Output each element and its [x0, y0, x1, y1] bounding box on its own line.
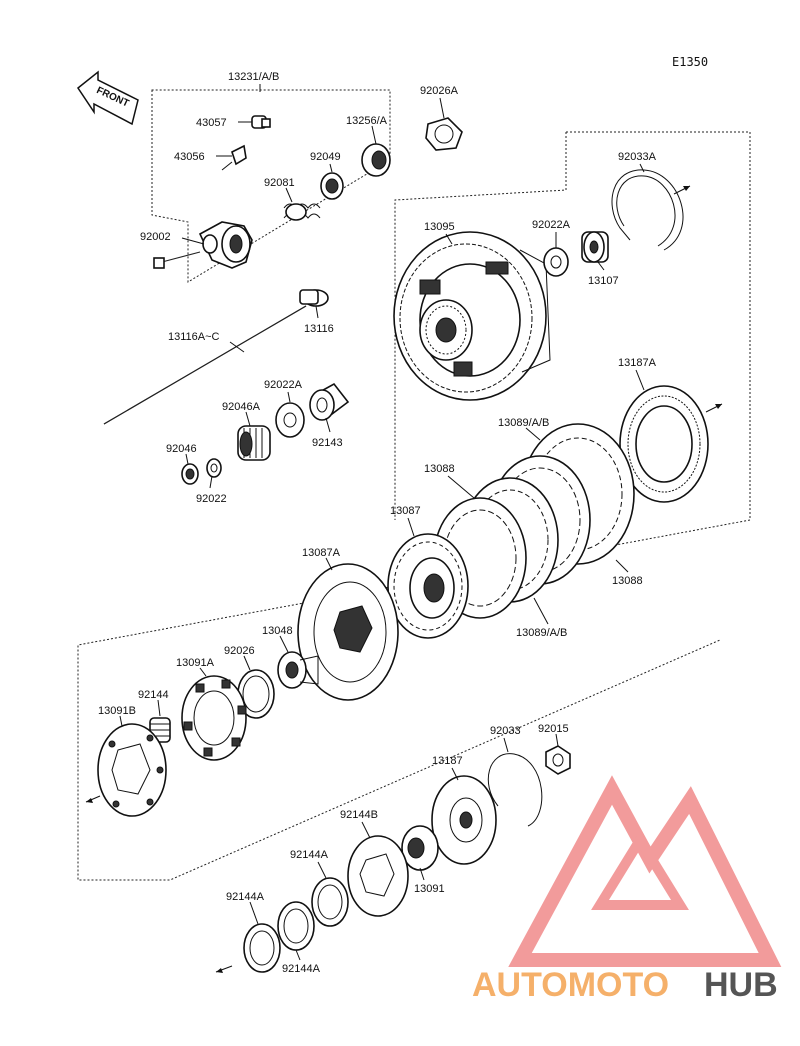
label-13256-A: 13256/A — [346, 115, 388, 127]
diagram-code: E1350 — [672, 55, 708, 69]
label-13091: 13091 — [414, 883, 445, 895]
part-92033-circlip — [487, 753, 543, 827]
part-92144A-washer-3 — [243, 923, 281, 973]
group-boundary-clutch — [394, 132, 567, 520]
part-13087-clutch-hub — [387, 533, 469, 639]
label-13091B: 13091B — [98, 705, 136, 717]
label-13048: 13048 — [262, 625, 293, 637]
label-92022A-mid: 92022A — [264, 379, 303, 391]
label-92022A-top: 92022A — [532, 219, 571, 231]
front-arrow-icon: FRONT — [76, 70, 139, 126]
part-13187A-pressure-plate — [619, 385, 709, 503]
label-92033A: 92033A — [618, 151, 657, 163]
label-43057: 43057 — [196, 117, 227, 129]
axis-arrow-icon — [85, 185, 723, 973]
label-92081: 92081 — [264, 177, 295, 189]
part-13095-clutch-housing — [393, 231, 551, 401]
part-13087A-plate — [297, 563, 399, 701]
part-92033A-circlip — [611, 169, 684, 251]
part-13231-slave-cylinder — [198, 221, 253, 269]
label-92002: 92002 — [140, 231, 171, 243]
label-92015: 92015 — [538, 723, 569, 735]
label-13088-top: 13088 — [424, 463, 455, 475]
part-13091B-plate — [97, 723, 167, 817]
group-boundary-outer — [77, 131, 751, 881]
label-92022: 92022 — [196, 493, 227, 505]
part-43057-cap — [251, 115, 271, 129]
part-13107-spacer — [581, 231, 609, 263]
part-13187-plate — [431, 775, 497, 865]
part-13091A-damper — [181, 675, 247, 761]
part-92022A-washer-mid — [275, 402, 305, 438]
part-92002-bolt — [153, 251, 201, 269]
label-43056: 43056 — [174, 151, 205, 163]
label-92049: 92049 — [310, 151, 341, 163]
label-13231-A-B: 13231/A/B — [228, 71, 279, 83]
label-92046: 92046 — [166, 443, 197, 455]
part-13048-sleeve — [277, 651, 319, 689]
part-92049-seal — [320, 172, 344, 200]
label-13087A: 13087A — [302, 547, 341, 559]
part-92144A-washer-1 — [311, 877, 349, 927]
part-92022A-washer-top — [543, 247, 569, 277]
label-92144B: 92144B — [340, 809, 378, 821]
part-92144A-washer-2 — [277, 901, 315, 951]
part-43056-bleeder — [221, 144, 247, 171]
label-92144A-2: 92144A — [226, 891, 265, 903]
label-13187A: 13187A — [618, 357, 657, 369]
label-13187: 13187 — [432, 755, 463, 767]
label-92144: 92144 — [138, 689, 169, 701]
leader-lines — [119, 84, 645, 961]
watermark-text-part1: AUTOMOTO — [472, 966, 669, 1004]
part-92144B-plate — [347, 835, 409, 917]
part-92046-bearing — [181, 463, 199, 485]
part-92046A-needle-bearing — [237, 425, 271, 461]
label-13107: 13107 — [588, 275, 619, 287]
label-13089-A-B-bottom: 13089/A/B — [516, 627, 567, 639]
label-92143: 92143 — [312, 437, 343, 449]
part-92026A-gasket — [425, 117, 463, 151]
label-13095: 13095 — [424, 221, 455, 233]
part-13256A-piston — [361, 143, 391, 177]
part-92081-spring — [283, 203, 321, 221]
watermark-logo-icon — [508, 775, 782, 967]
label-92144A-1: 92144A — [290, 849, 329, 861]
label-13088-bottom: 13088 — [612, 575, 643, 587]
label-92026: 92026 — [224, 645, 255, 657]
label-92033: 92033 — [490, 725, 521, 737]
label-13091A: 13091A — [176, 657, 215, 669]
label-92026A: 92026A — [420, 85, 459, 97]
label-13087: 13087 — [390, 505, 421, 517]
part-92143-collar — [309, 382, 350, 421]
label-92046A: 92046A — [222, 401, 261, 413]
label-13116A-C: 13116A~C — [168, 331, 220, 343]
watermark-text-part2: HUB — [704, 966, 778, 1004]
label-13089-A-B-top: 13089/A/B — [498, 417, 549, 429]
label-92144A-3: 92144A — [282, 963, 321, 975]
part-92022-washer — [206, 458, 222, 478]
part-13091-bearing — [401, 825, 439, 871]
group-boundary-top — [151, 89, 391, 283]
part-92015-nut — [545, 745, 571, 775]
label-13116: 13116 — [304, 323, 334, 335]
